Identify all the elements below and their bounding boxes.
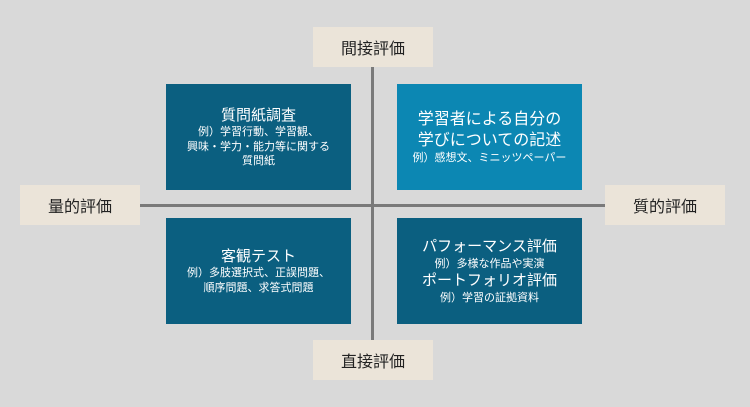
quadrant-top-left: 質問紙調査 例）学習行動、学習観、 興味・学力・能力等に関する 質問紙 <box>166 84 351 190</box>
quadrant-text: 例）感想文、ミニッツペーパー <box>412 150 567 164</box>
quadrant-text: 例）学習行動、学習観、 <box>198 125 319 139</box>
axis-label-left: 量的評価 <box>20 185 140 225</box>
axis-label-top: 間接評価 <box>313 27 433 67</box>
quadrant-title: パフォーマンス評価 <box>422 237 557 256</box>
horizontal-axis <box>80 204 670 207</box>
quadrant-title: 質問紙調査 <box>220 105 296 124</box>
quadrant-text: 例）多様な作品や実演 <box>434 256 545 270</box>
quadrant-text: 例）多肢選択式、正誤問題、 <box>187 266 330 280</box>
vertical-axis <box>371 47 374 347</box>
quadrant-bottom-right: パフォーマンス評価 例）多様な作品や実演 ポートフォリオ評価 例）学習の証拠資料 <box>397 218 582 324</box>
quadrant-title: 学びについての記述 <box>417 129 562 149</box>
axis-label-bottom: 直接評価 <box>313 340 433 380</box>
quadrant-text: 例）学習の証拠資料 <box>440 290 539 304</box>
quadrant-title: 客観テスト <box>220 246 296 265</box>
quadrant-bottom-left: 客観テスト 例）多肢選択式、正誤問題、 順序問題、求答式問題 <box>166 218 351 324</box>
quadrant-title: ポートフォリオ評価 <box>421 271 557 289</box>
quadrant-text: 順序問題、求答式問題 <box>203 280 314 294</box>
quadrant-text: 興味・学力・能力等に関する <box>187 139 330 153</box>
axis-label-right: 質的評価 <box>605 185 725 225</box>
quadrant-top-right: 学習者による自分の 学びについての記述 例）感想文、ミニッツペーパー <box>397 84 582 190</box>
quadrant-title: 学習者による自分の <box>417 109 562 129</box>
quadrant-text: 質問紙 <box>242 153 275 167</box>
